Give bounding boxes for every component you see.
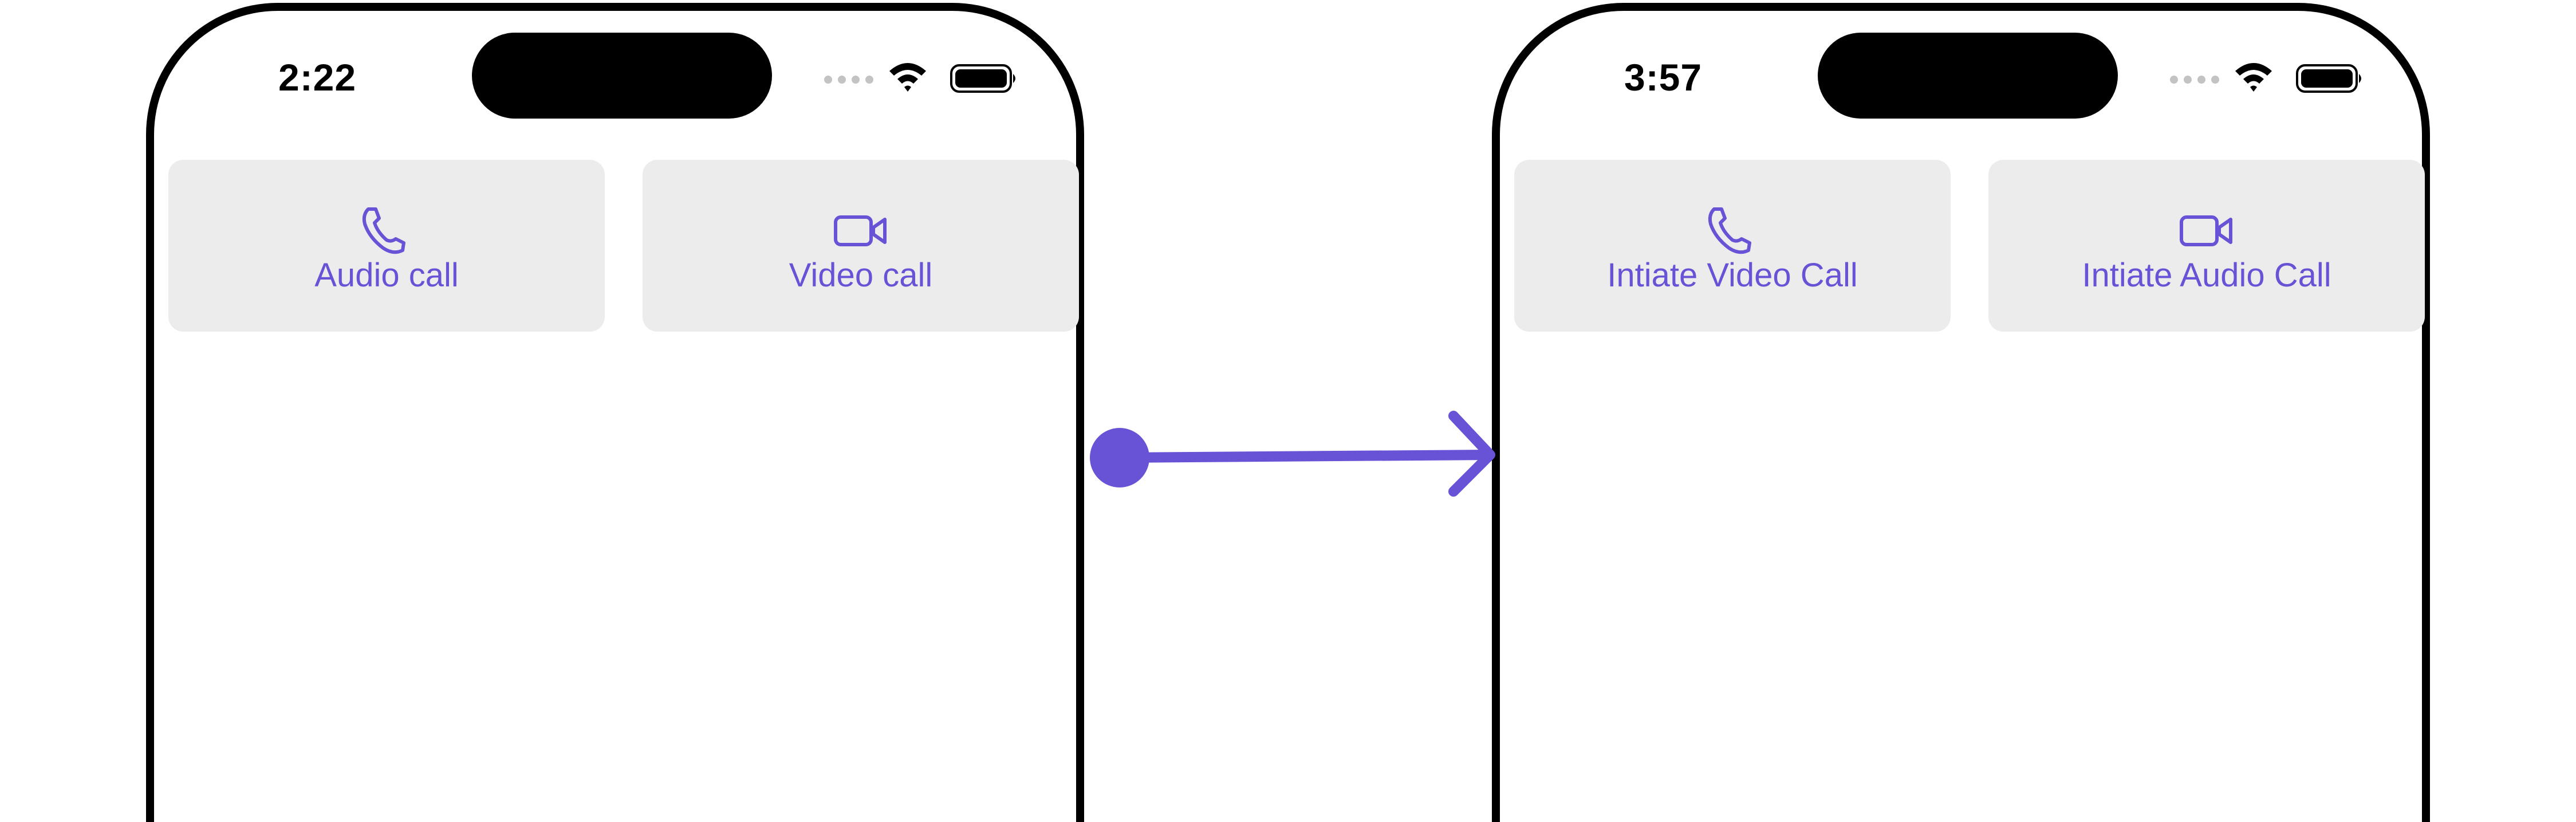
status-icons xyxy=(824,60,1030,94)
status-time: 2:22 xyxy=(278,56,357,99)
dynamic-island xyxy=(1818,33,2118,119)
video-camera-icon xyxy=(2178,204,2235,256)
battery-icon xyxy=(950,64,1019,93)
phone-icon xyxy=(358,204,415,256)
battery-icon xyxy=(2296,64,2365,93)
status-icons xyxy=(2170,60,2376,94)
wifi-icon xyxy=(2233,60,2274,94)
initiate-video-call-label: Intiate Video Call xyxy=(1607,257,1858,294)
video-call-label: Video call xyxy=(789,257,933,294)
initiate-video-call-button[interactable]: Intiate Video Call xyxy=(1514,160,1951,332)
audio-call-button[interactable]: Audio call xyxy=(168,160,605,332)
phone-icon xyxy=(1704,204,1761,256)
initiate-audio-call-label: Intiate Audio Call xyxy=(2082,257,2331,294)
right-phone-frame: 3:57 Intiate Video Call Intiate Audio Ca… xyxy=(1492,3,2430,822)
video-call-button[interactable]: Video call xyxy=(643,160,1079,332)
status-time: 3:57 xyxy=(1624,56,1703,99)
call-buttons-row: Audio call Video call xyxy=(168,160,1079,332)
cellular-signal-icon xyxy=(2170,76,2221,84)
arrow-origin-dot xyxy=(1090,428,1149,487)
left-phone-frame: 2:22 Audio call Video call xyxy=(146,3,1084,822)
dynamic-island xyxy=(472,33,772,119)
call-buttons-row: Intiate Video Call Intiate Audio Call xyxy=(1514,160,2425,332)
cellular-signal-icon xyxy=(824,76,876,84)
video-camera-icon xyxy=(832,204,889,256)
arrow-line xyxy=(1114,450,1493,463)
arrow-right-icon xyxy=(1448,411,1495,497)
audio-call-label: Audio call xyxy=(314,257,459,294)
wifi-icon xyxy=(887,60,928,94)
initiate-audio-call-button[interactable]: Intiate Audio Call xyxy=(1988,160,2425,332)
